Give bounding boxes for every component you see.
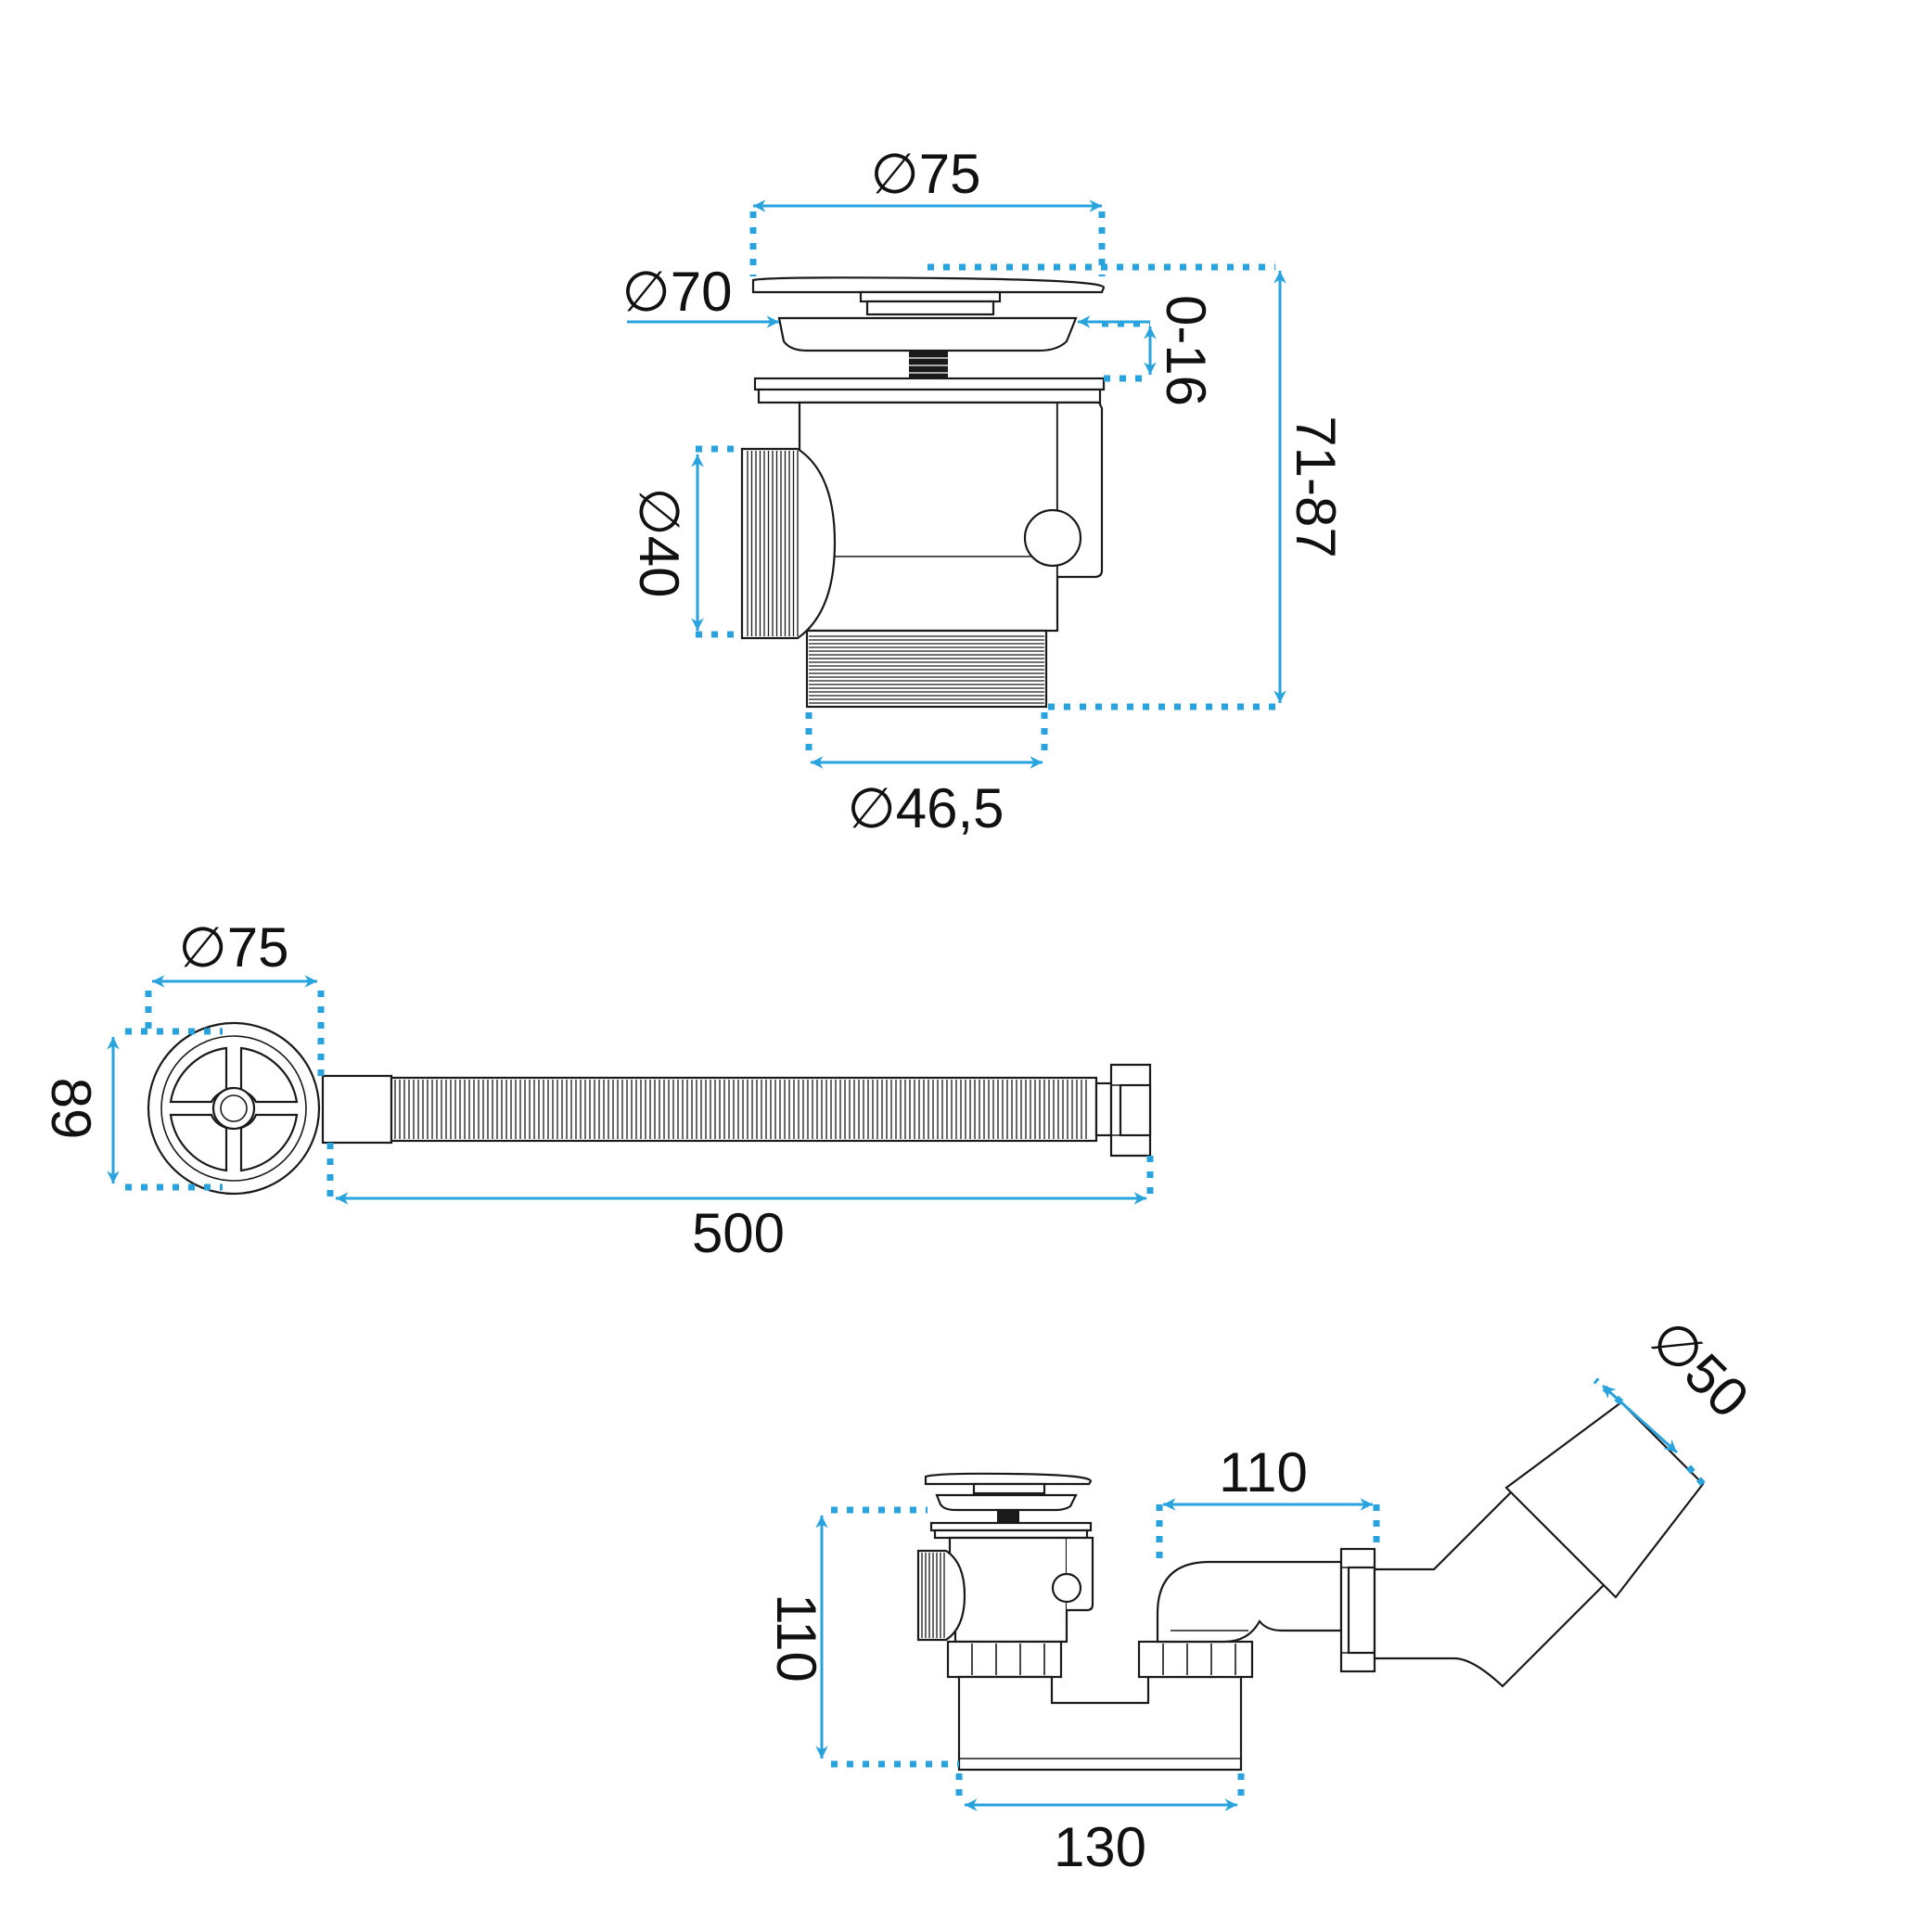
label-height-71-87: 71-87 xyxy=(1285,416,1347,557)
grille-segment-1 xyxy=(169,1046,228,1104)
body-flange xyxy=(753,377,1106,391)
overflow-grille xyxy=(169,1046,299,1172)
overflow-plate-inner xyxy=(160,1035,307,1182)
trap-right-nut xyxy=(1137,1640,1254,1679)
label-trap-width-130: 130 xyxy=(1054,1816,1146,1878)
flange-lower xyxy=(757,388,1102,404)
label-overflow-89: 89 xyxy=(40,1078,102,1140)
label-thread-46-5: ∅46,5 xyxy=(847,777,1004,839)
screw-inner xyxy=(220,1094,248,1122)
drain-cap xyxy=(751,276,1106,294)
dim-line-outlet-50 xyxy=(1601,1384,1679,1454)
overflow-knob xyxy=(1023,508,1082,568)
drain-dimensions: ∅75 ∅70 0-16 71-87 ∅40 ∅46,5 xyxy=(621,143,1347,839)
trap-u-body xyxy=(957,1675,1243,1772)
drain-body xyxy=(798,401,1059,633)
label-overflow-75: ∅75 xyxy=(178,916,288,979)
overflow-assembly xyxy=(147,1021,1152,1196)
trap-cap-ring xyxy=(972,1482,1046,1495)
trap-drain-body xyxy=(948,1536,1068,1644)
hose-connector xyxy=(321,1074,393,1145)
left-nut-ribs xyxy=(971,1644,1045,1675)
spindle-hatch xyxy=(909,357,948,374)
trap-drain-cap xyxy=(924,1472,1093,1486)
trap-side-thread xyxy=(921,1553,945,1638)
label-outlet-50: ∅50 xyxy=(1639,1308,1761,1430)
plug-body xyxy=(777,316,1078,352)
overflow-dimensions: ∅75 89 500 xyxy=(40,916,1154,1264)
bottom-thread-lines xyxy=(809,635,1044,704)
trap-overflow-knob xyxy=(1051,1572,1082,1604)
label-plug-70: ∅70 xyxy=(621,261,732,323)
label-trap-height-110: 110 xyxy=(765,1593,827,1683)
trap-riser-elbow xyxy=(1156,1560,1343,1644)
ext-line-outlet-50-b xyxy=(1680,1457,1706,1487)
trap-flange-lower xyxy=(933,1529,1089,1540)
label-hose-500: 500 xyxy=(692,1202,785,1264)
label-outlet-40: ∅40 xyxy=(628,487,690,597)
outlet-nut-face xyxy=(1347,1566,1376,1655)
side-outlet-thread xyxy=(747,451,799,636)
cap-ring xyxy=(859,290,1002,303)
drain-side-view xyxy=(740,276,1106,709)
corrugated-hose xyxy=(390,1076,1098,1143)
overflow-center-screw xyxy=(211,1086,256,1131)
grille-segment-3 xyxy=(239,1113,299,1172)
grille-segment-4 xyxy=(169,1113,228,1172)
hose-ribs xyxy=(394,1080,1087,1139)
trap-assembly xyxy=(916,1401,1705,1772)
trap-plug-body xyxy=(935,1493,1078,1512)
trap-flange xyxy=(929,1521,1093,1532)
cap-ring-lower xyxy=(865,300,995,316)
right-nut-ribs xyxy=(1162,1644,1236,1675)
label-offset-110: 110 xyxy=(1219,1441,1308,1503)
trap-left-nut xyxy=(946,1640,1063,1679)
spindle xyxy=(909,351,948,378)
side-outlet xyxy=(740,447,837,640)
label-cap-75: ∅75 xyxy=(870,143,980,205)
hose-end-sleeve xyxy=(1094,1081,1113,1137)
trap-spindle xyxy=(997,1510,1019,1523)
label-stroke-0-16: 0-16 xyxy=(1155,295,1217,406)
nut-face xyxy=(1119,1083,1152,1137)
